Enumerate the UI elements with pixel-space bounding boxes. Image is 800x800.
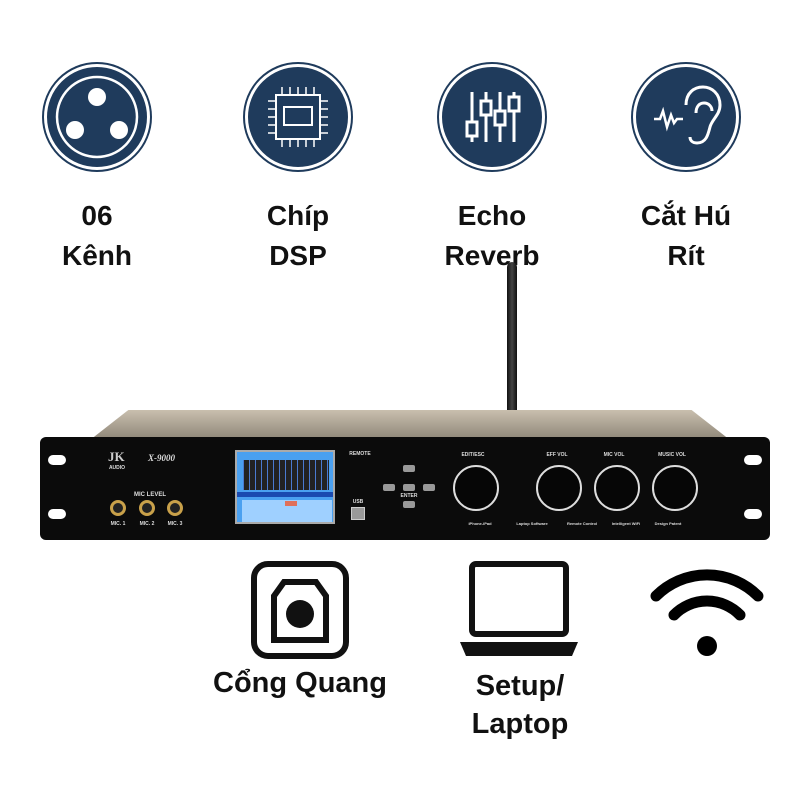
optical-port-label: Cổng Quang — [213, 667, 387, 699]
footer-iphone: iPhone-iPad — [468, 521, 492, 526]
usb-b-port-icon — [250, 560, 350, 660]
ear-feedback-icon — [633, 64, 739, 170]
music-vol-label: MUSIC VOL — [658, 452, 686, 458]
mic-3-label: MIC. 3 — [167, 521, 183, 527]
mic-vol-knob[interactable] — [594, 465, 640, 511]
device-top-panel — [90, 410, 730, 440]
nav-right-button[interactable] — [423, 484, 435, 491]
rack-hole — [48, 455, 66, 465]
feature-label: Echo — [457, 200, 527, 231]
feature-label: Cắt Hú — [640, 200, 732, 231]
footer-remote: Remote Control — [567, 521, 597, 526]
xlr-connector-icon — [44, 64, 150, 170]
feature-label: DSP — [269, 240, 327, 271]
setup-laptop-label: Setup/Laptop — [420, 667, 620, 743]
mic-3-jack[interactable] — [167, 500, 183, 516]
mic-2-label: MIC. 2 — [139, 521, 155, 527]
feature-label: 06 — [81, 200, 113, 231]
usb-label: USB — [352, 499, 364, 505]
mic-1-label: MIC. 1 — [110, 521, 126, 527]
usb-port[interactable] — [351, 507, 365, 520]
feature-label: Kênh — [62, 240, 132, 271]
remote-label: REMOTE — [349, 451, 371, 457]
feature-feedback-cut: Cắt Hú Rít — [606, 64, 766, 276]
eff-vol-label: EFF VOL — [546, 452, 568, 458]
model-name: X-9000 — [148, 453, 175, 463]
edit-esc-knob[interactable] — [453, 465, 499, 511]
nav-enter-button[interactable] — [403, 484, 415, 491]
feature-label: Chíp — [266, 200, 330, 231]
setup-label-line: Laptop — [471, 708, 569, 740]
mic-vol-label: MIC VOL — [603, 452, 625, 458]
rack-hole — [48, 509, 66, 519]
footer-laptop: Laptop Software — [516, 521, 548, 526]
enter-label: ENTER — [400, 493, 418, 499]
equalizer-sliders-icon — [439, 64, 545, 170]
eff-vol-knob[interactable] — [536, 465, 582, 511]
nav-left-button[interactable] — [383, 484, 395, 491]
laptop-icon — [458, 560, 580, 660]
rack-hole — [744, 509, 762, 519]
rack-hole — [744, 455, 762, 465]
mic-2-jack[interactable] — [139, 500, 155, 516]
antenna — [507, 262, 517, 422]
setup-label-line: Setup/ — [475, 670, 565, 702]
device-front-panel: JK AUDIO X-9000 MIC LEVEL MIC. 1 MIC. 2 … — [40, 437, 770, 540]
wifi-icon — [648, 560, 766, 660]
dsp-chip-icon — [245, 64, 351, 170]
mic-1-jack[interactable] — [110, 500, 126, 516]
brand-logo: JK — [108, 449, 125, 464]
lcd-screen — [235, 450, 335, 524]
nav-up-button[interactable] — [403, 465, 415, 472]
edit-esc-label: EDIT/ESC — [461, 452, 485, 458]
feature-label: Reverb — [444, 240, 540, 271]
footer-patent: Design Patent — [654, 521, 682, 526]
nav-down-button[interactable] — [403, 501, 415, 508]
brand-sub: AUDIO — [108, 465, 126, 471]
mic-level-label: MIC LEVEL — [133, 492, 166, 498]
footer-wifi: Intelligent WiFi — [611, 521, 641, 526]
music-vol-knob[interactable] — [652, 465, 698, 511]
feature-label: Rít — [667, 240, 705, 271]
